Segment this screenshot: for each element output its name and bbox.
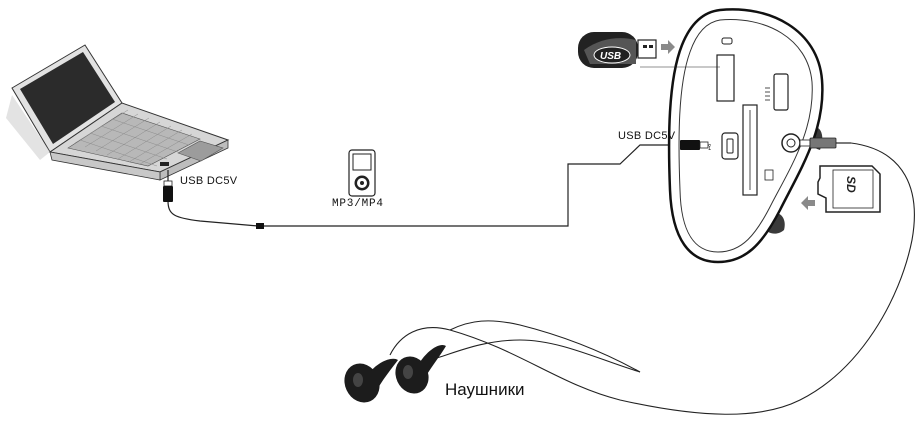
arrow-into-sd-slot-icon <box>801 196 815 210</box>
earphones-icon <box>344 344 446 403</box>
usb-dc5v-device-label: USB DC5V <box>618 130 676 142</box>
usb-cable <box>167 144 690 227</box>
mp3-player-icon <box>348 149 376 197</box>
mini-usb-plug-icon <box>680 140 709 150</box>
speaker-device-icon: ⟟ <box>667 8 824 264</box>
sd-card-badge: SD <box>844 176 858 193</box>
arrow-into-usb-slot-icon <box>661 40 675 54</box>
svg-text:⟟: ⟟ <box>708 143 711 153</box>
headphone-cable <box>389 142 915 415</box>
laptop-icon <box>6 44 230 181</box>
usb-flash-badge: USB <box>600 51 621 62</box>
headphone-plug-icon <box>799 137 851 149</box>
sd-card-icon: SD <box>817 165 881 213</box>
usb-flash-drive-icon: USB <box>578 32 657 68</box>
mp3-mp4-label: MP3/MP4 <box>332 198 384 210</box>
headphones-label: Наушники <box>445 380 525 399</box>
usb-plug-laptop-icon <box>163 180 173 202</box>
usb-dc5v-laptop-label: USB DC5V <box>180 175 238 187</box>
